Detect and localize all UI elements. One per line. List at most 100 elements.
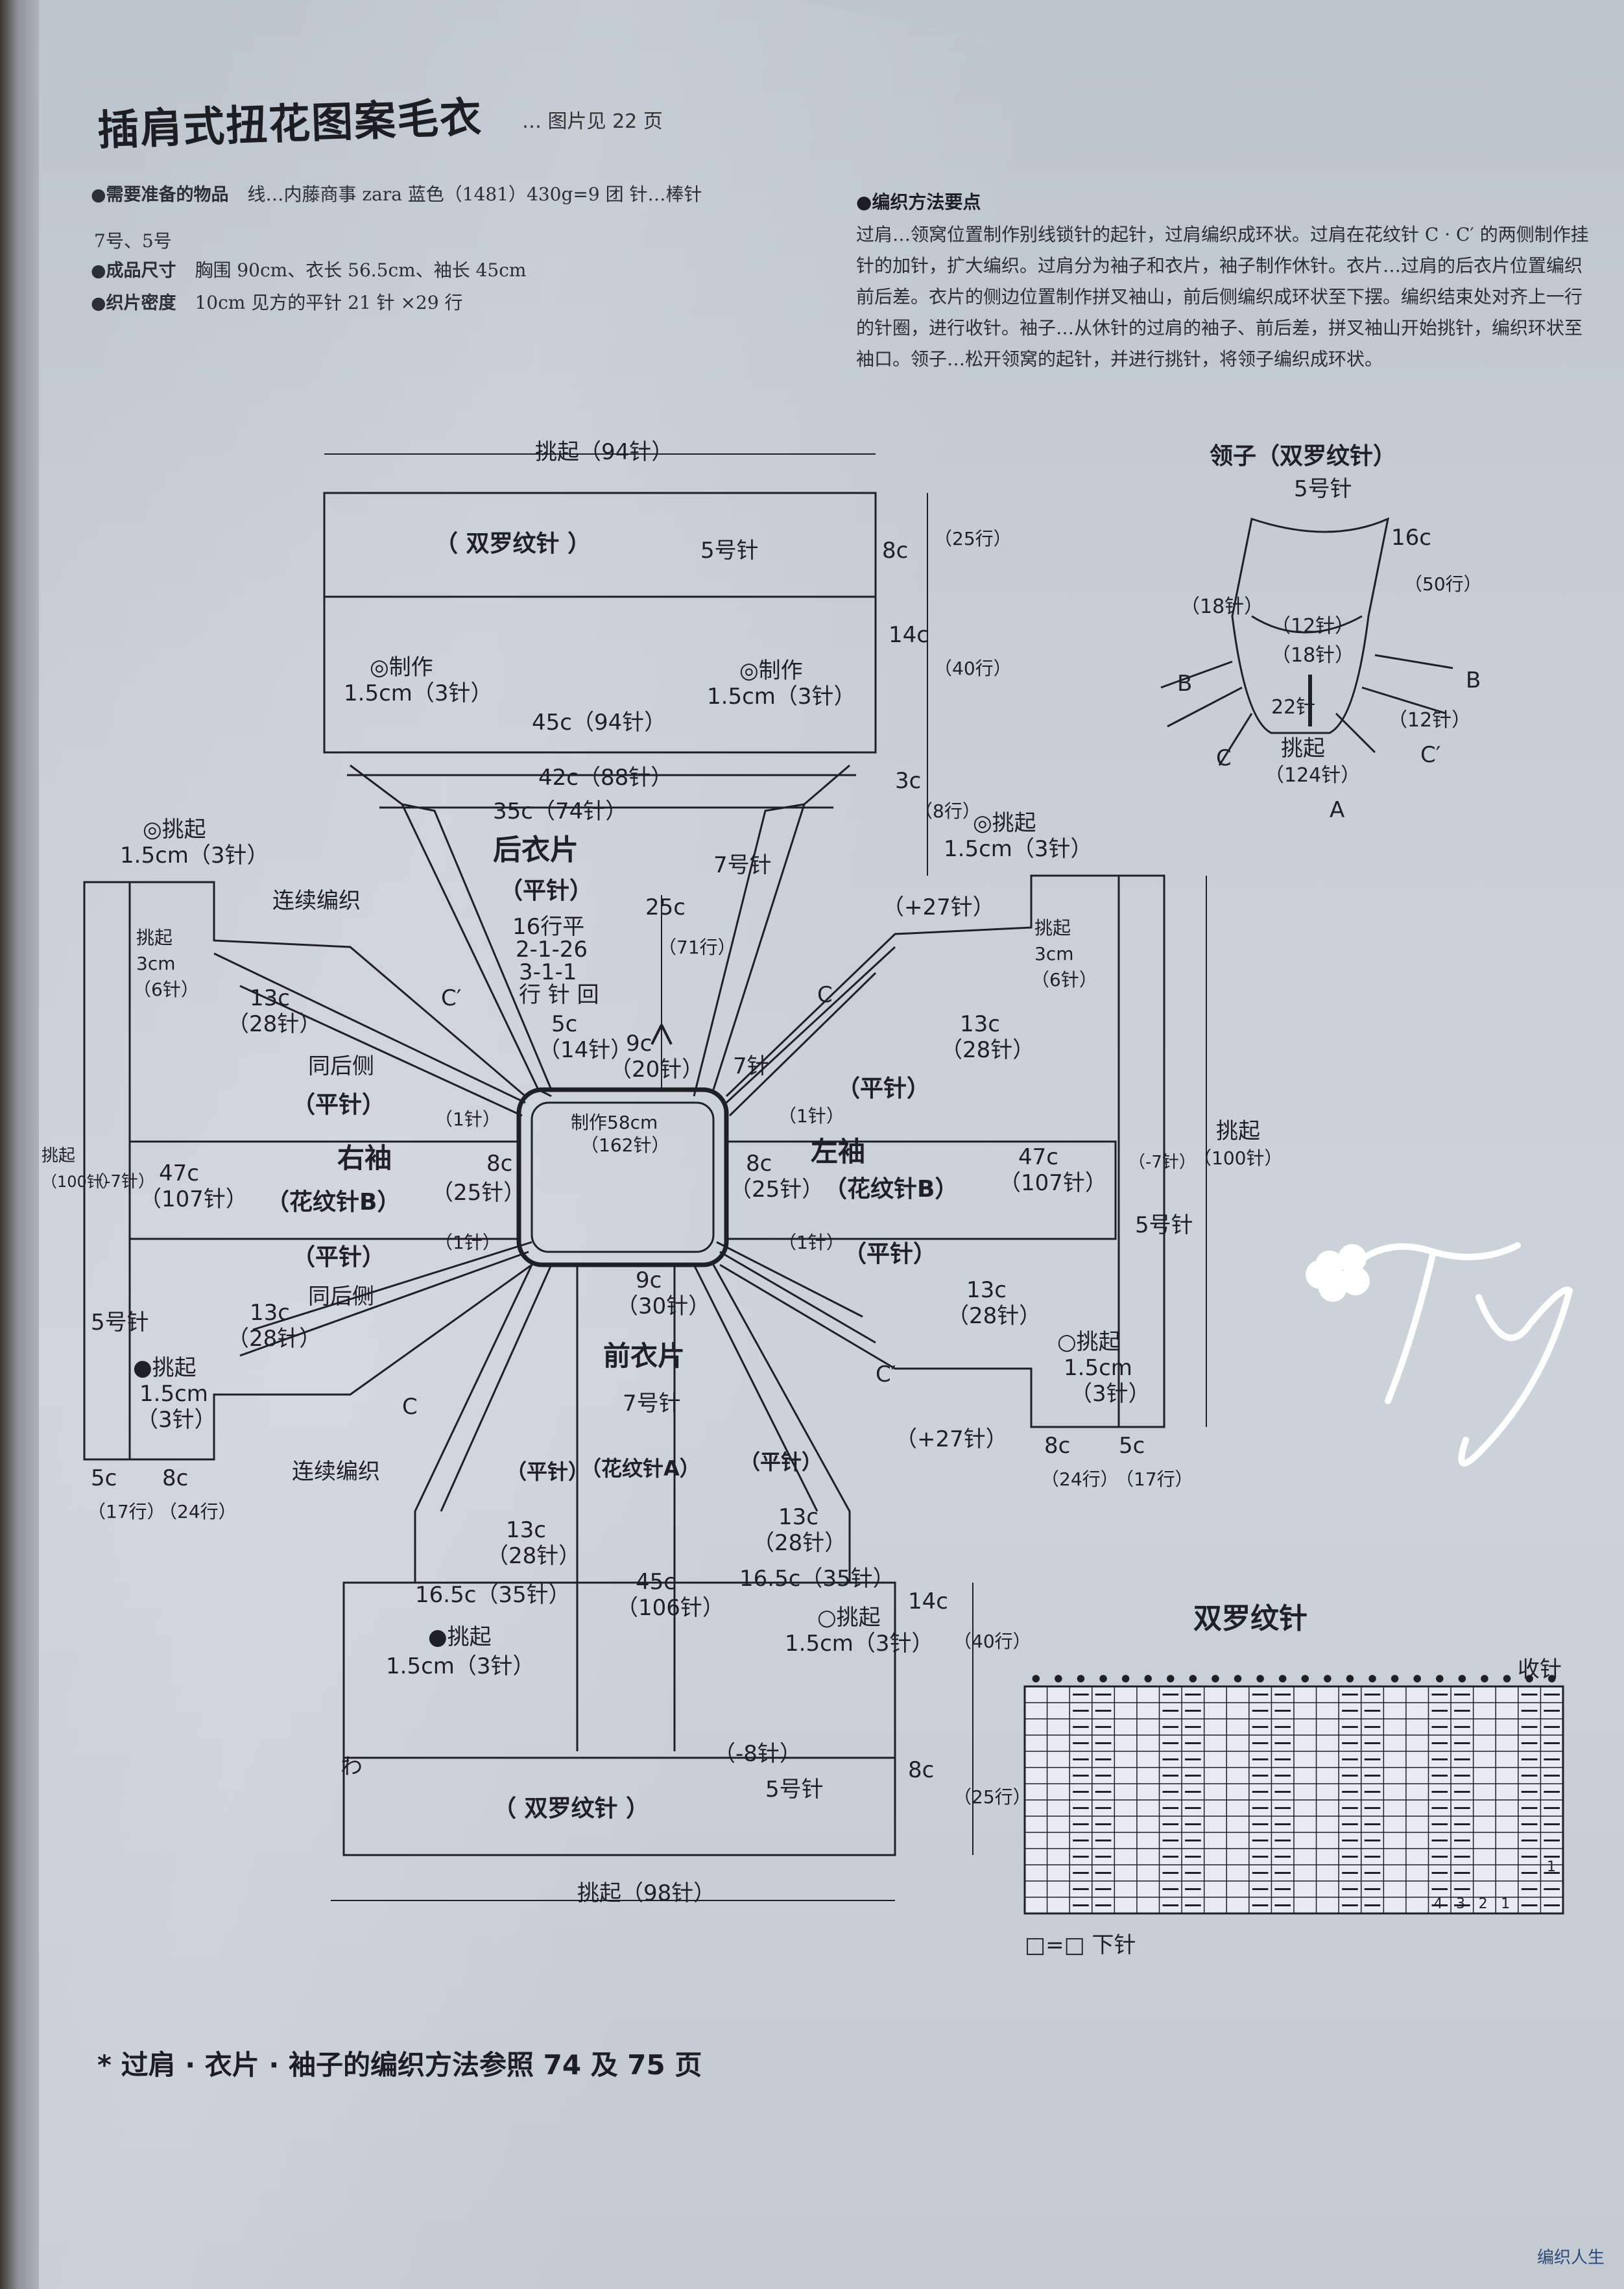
dot-pick-count: （3针） — [136, 1407, 217, 1433]
back-width-35c: 35c（74针） — [493, 798, 627, 824]
front-stitch-a: （平针） — [506, 1459, 589, 1484]
right-sleeve-one-bottom: （1针） — [435, 1232, 501, 1253]
collar-pickup-lines — [1160, 654, 1453, 766]
collar-needle: 5号针 — [1294, 476, 1352, 502]
yoke-center-stitches: （162针） — [580, 1134, 669, 1156]
notes-heading: ●编织方法要点 — [856, 191, 981, 213]
raglan-left-upper — [725, 946, 896, 1117]
left-sleeve-pick: 挑起 — [1216, 1118, 1260, 1144]
right-sleeve-top-stitch: （平针） — [292, 1092, 385, 1118]
continuous-top: 连续编织 — [272, 888, 361, 914]
left-sleeve-one-top: （1针） — [778, 1105, 844, 1127]
materials-row: ●需要准备的物品 线…内藤商事 zara 蓝色（1481）430g=9 团 针…… — [91, 180, 702, 206]
front-9c: 9c — [636, 1267, 662, 1293]
knitting-schematic: 挑起（94针） （ 双罗纹针 ） 5号针 8c （25行） 14c （40行） … — [42, 439, 1564, 1958]
left-sleeve-top — [725, 874, 1119, 1097]
pick-right-size: 1.5cm（3针） — [944, 836, 1093, 862]
right-sleeve-title: 右袖 — [337, 1142, 392, 1174]
left-sleeve-minus: （-7针） — [1128, 1153, 1196, 1172]
yoke-inner — [531, 1101, 715, 1253]
bind-off-dot — [1525, 1675, 1533, 1683]
back-short-rows: 16行平 — [512, 914, 584, 940]
bind-off-dot — [1121, 1675, 1130, 1683]
yoke-center-size: 制作58cm — [571, 1112, 658, 1133]
sleeve-28-bl: （28针） — [227, 1326, 321, 1352]
front-165-left: 16.5c（35针） — [415, 1582, 571, 1608]
make-right: ◎制作 — [739, 658, 803, 684]
front-title: 前衣片 — [603, 1340, 685, 1372]
collar-outline — [1231, 517, 1390, 734]
sleeve-28-tr: （28针） — [940, 1037, 1034, 1063]
bind-off-dot — [1547, 1675, 1556, 1683]
front-rib-h2: （25行） — [953, 1786, 1031, 1808]
right-sleeve-107: （107针） — [139, 1186, 248, 1212]
front-cable-panel — [576, 1265, 676, 1751]
front-28-right: （28针） — [752, 1530, 846, 1556]
collar-12b: （12针） — [1388, 709, 1471, 732]
yoke-height: 25c — [645, 894, 686, 920]
right-sleeve-top — [130, 881, 526, 1097]
o-pick-size: 1.5cm — [1064, 1355, 1132, 1381]
left-sleeve-pick-count: （100针） — [1193, 1147, 1282, 1169]
cable-cp-top-left: C′ — [441, 985, 461, 1011]
front-width-stitches: （106针） — [616, 1595, 724, 1621]
plus27-top: （+27针） — [882, 894, 995, 920]
right-sleeve-bottom — [130, 1264, 532, 1461]
front-left-raglan — [414, 1264, 533, 1583]
book-page: 插肩式扭花图案毛衣 … 图片见 22 页 ●需要准备的物品 线…内藤商事 zar… — [39, 0, 1624, 2289]
sleeve-13c-br: 13c — [966, 1277, 1007, 1303]
bottom-5c-left: 5c — [91, 1465, 117, 1491]
bind-off-dot — [1256, 1675, 1264, 1683]
bottom-5c-right: 5c — [1119, 1433, 1145, 1459]
back-rib-needle: 5号针 — [700, 538, 759, 564]
pick-3cm-right: 挑起 — [1034, 917, 1071, 939]
bind-off-dot — [1189, 1675, 1197, 1683]
yoke-rows: （71行） — [658, 937, 736, 958]
front-165-right: 16.5c（35针） — [739, 1566, 895, 1592]
cable-cp-bottom-right: C′ — [876, 1361, 896, 1387]
size-label: ●成品尺寸 — [91, 261, 176, 281]
right-sleeve-8c: 8c — [486, 1151, 512, 1177]
raglan-back-right-inner — [693, 803, 805, 1097]
sleeve-13c-tr: 13c — [960, 1011, 1000, 1037]
back-rib-h1: 8c — [882, 538, 908, 564]
bind-off-dot — [1503, 1675, 1511, 1683]
collar-18b: （18针） — [1271, 644, 1354, 667]
collar-B-right: B — [1466, 667, 1481, 693]
yoke-14: （14针） — [538, 1037, 632, 1063]
left-sleeve-107: （107针） — [999, 1170, 1107, 1196]
pick-3cm-right3: （6针） — [1031, 969, 1097, 990]
left-sleeve-title: 左袖 — [811, 1136, 865, 1168]
left-sleeve-25: （25针） — [730, 1177, 824, 1203]
right-sleeve-bottom-stitch: （平针） — [292, 1244, 385, 1271]
back-short-rows4: 行 针 回 — [519, 982, 599, 1008]
collar-title: 领子（双罗纹针） — [1210, 443, 1396, 470]
o-pick-count: （3针） — [1070, 1381, 1151, 1407]
bottom-8c-right: 8c — [1044, 1433, 1070, 1459]
gauge-value: 10cm 见方的平针 21 针 ×29 行 — [195, 292, 463, 313]
footer-note: * 过肩 · 衣片 · 袖子的编织方法参照 74 及 75 页 — [97, 2049, 702, 2081]
raglan-back-left-inner — [401, 803, 553, 1090]
front-h2: （40行） — [953, 1631, 1031, 1652]
bind-off-dot — [1278, 1675, 1287, 1683]
bind-off-dot — [1077, 1675, 1085, 1683]
rib-chart-legend: □=□ 下针 — [1025, 1932, 1136, 1958]
bind-off-dot — [1481, 1675, 1488, 1683]
bind-off-dot — [1301, 1675, 1309, 1683]
bind-off-dot — [1413, 1675, 1421, 1683]
sleeve-28-tl: （28针） — [227, 1011, 321, 1037]
rib-chart-col-number: 2 — [1479, 1896, 1488, 1912]
yoke-arrow-icon — [651, 1024, 673, 1045]
front-pick-right: ○挑起 — [817, 1605, 881, 1631]
raglan-right-lower — [239, 1241, 532, 1357]
collar-124: （124针） — [1265, 764, 1360, 787]
bind-off-dot — [1234, 1675, 1242, 1683]
cable-c-bottom-left: C — [402, 1394, 418, 1420]
collar-inner — [1251, 615, 1363, 634]
gauge-label: ●织片密度 — [91, 293, 176, 313]
back-h3b: （8行） — [914, 800, 981, 822]
bottom-17-left: （17行） — [88, 1501, 165, 1522]
bind-off-dot — [1458, 1675, 1466, 1683]
front-wa: わ — [340, 1754, 363, 1780]
left-sleeve-band — [725, 1140, 1117, 1240]
